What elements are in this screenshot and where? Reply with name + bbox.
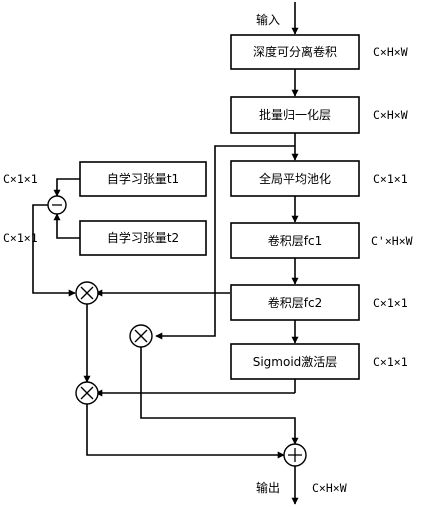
- shape-label-dsconv: C×H×W: [373, 45, 408, 59]
- block-label: Sigmoid激活层: [253, 355, 338, 369]
- bn-branch-wire: [155, 145, 295, 340]
- block-sigmoid: Sigmoid激活层: [230, 343, 360, 380]
- block-tensor-t1: 自学习张量t1: [79, 161, 207, 197]
- shape-label-fc1: C'×H×W: [371, 234, 413, 248]
- t1-to-subtract: [53, 178, 80, 197]
- t2-to-subtract: [53, 213, 80, 239]
- block-label: 自学习张量t1: [107, 171, 179, 186]
- output-label: 输出: [256, 480, 280, 495]
- plus-icon: [283, 443, 307, 467]
- block-global-avg-pool: 全局平均池化: [230, 160, 360, 197]
- subtract-to-top-multiply: [32, 204, 76, 297]
- shape-label-gap: C×1×1: [373, 172, 408, 186]
- block-label: 卷积层fc1: [268, 233, 322, 248]
- block-label: 卷积层fc2: [268, 295, 322, 310]
- block-label: 自学习张量t2: [107, 230, 179, 245]
- multiply-icon: [75, 381, 99, 405]
- block-fc1: 卷积层fc1: [230, 222, 360, 259]
- output-shape-label: C×H×W: [312, 481, 347, 495]
- block-tensor-t2: 自学习张量t2: [79, 220, 207, 256]
- minus-icon: [47, 195, 67, 215]
- block-batch-norm: 批量归一化层: [230, 96, 360, 134]
- input-label: 输入: [256, 12, 280, 27]
- shape-label-t1: C×1×1: [3, 172, 38, 186]
- block-depthwise-separable-conv: 深度可分离卷积: [230, 34, 360, 70]
- middle-multiply-to-add: [140, 347, 299, 445]
- bottom-multiply-to-add: [86, 404, 285, 459]
- multiply-icon: [129, 324, 153, 348]
- block-fc2: 卷积层fc2: [230, 284, 360, 321]
- block-label: 批量归一化层: [259, 107, 331, 122]
- multiply-icon: [75, 281, 99, 305]
- block-label: 全局平均池化: [259, 171, 331, 186]
- shape-label-fc2: C×1×1: [373, 296, 408, 310]
- shape-label-bn: C×H×W: [373, 108, 408, 122]
- shape-label-t2: C×1×1: [3, 231, 38, 245]
- shape-label-sigmoid: C×1×1: [373, 355, 408, 369]
- block-label: 深度可分离卷积: [253, 44, 337, 59]
